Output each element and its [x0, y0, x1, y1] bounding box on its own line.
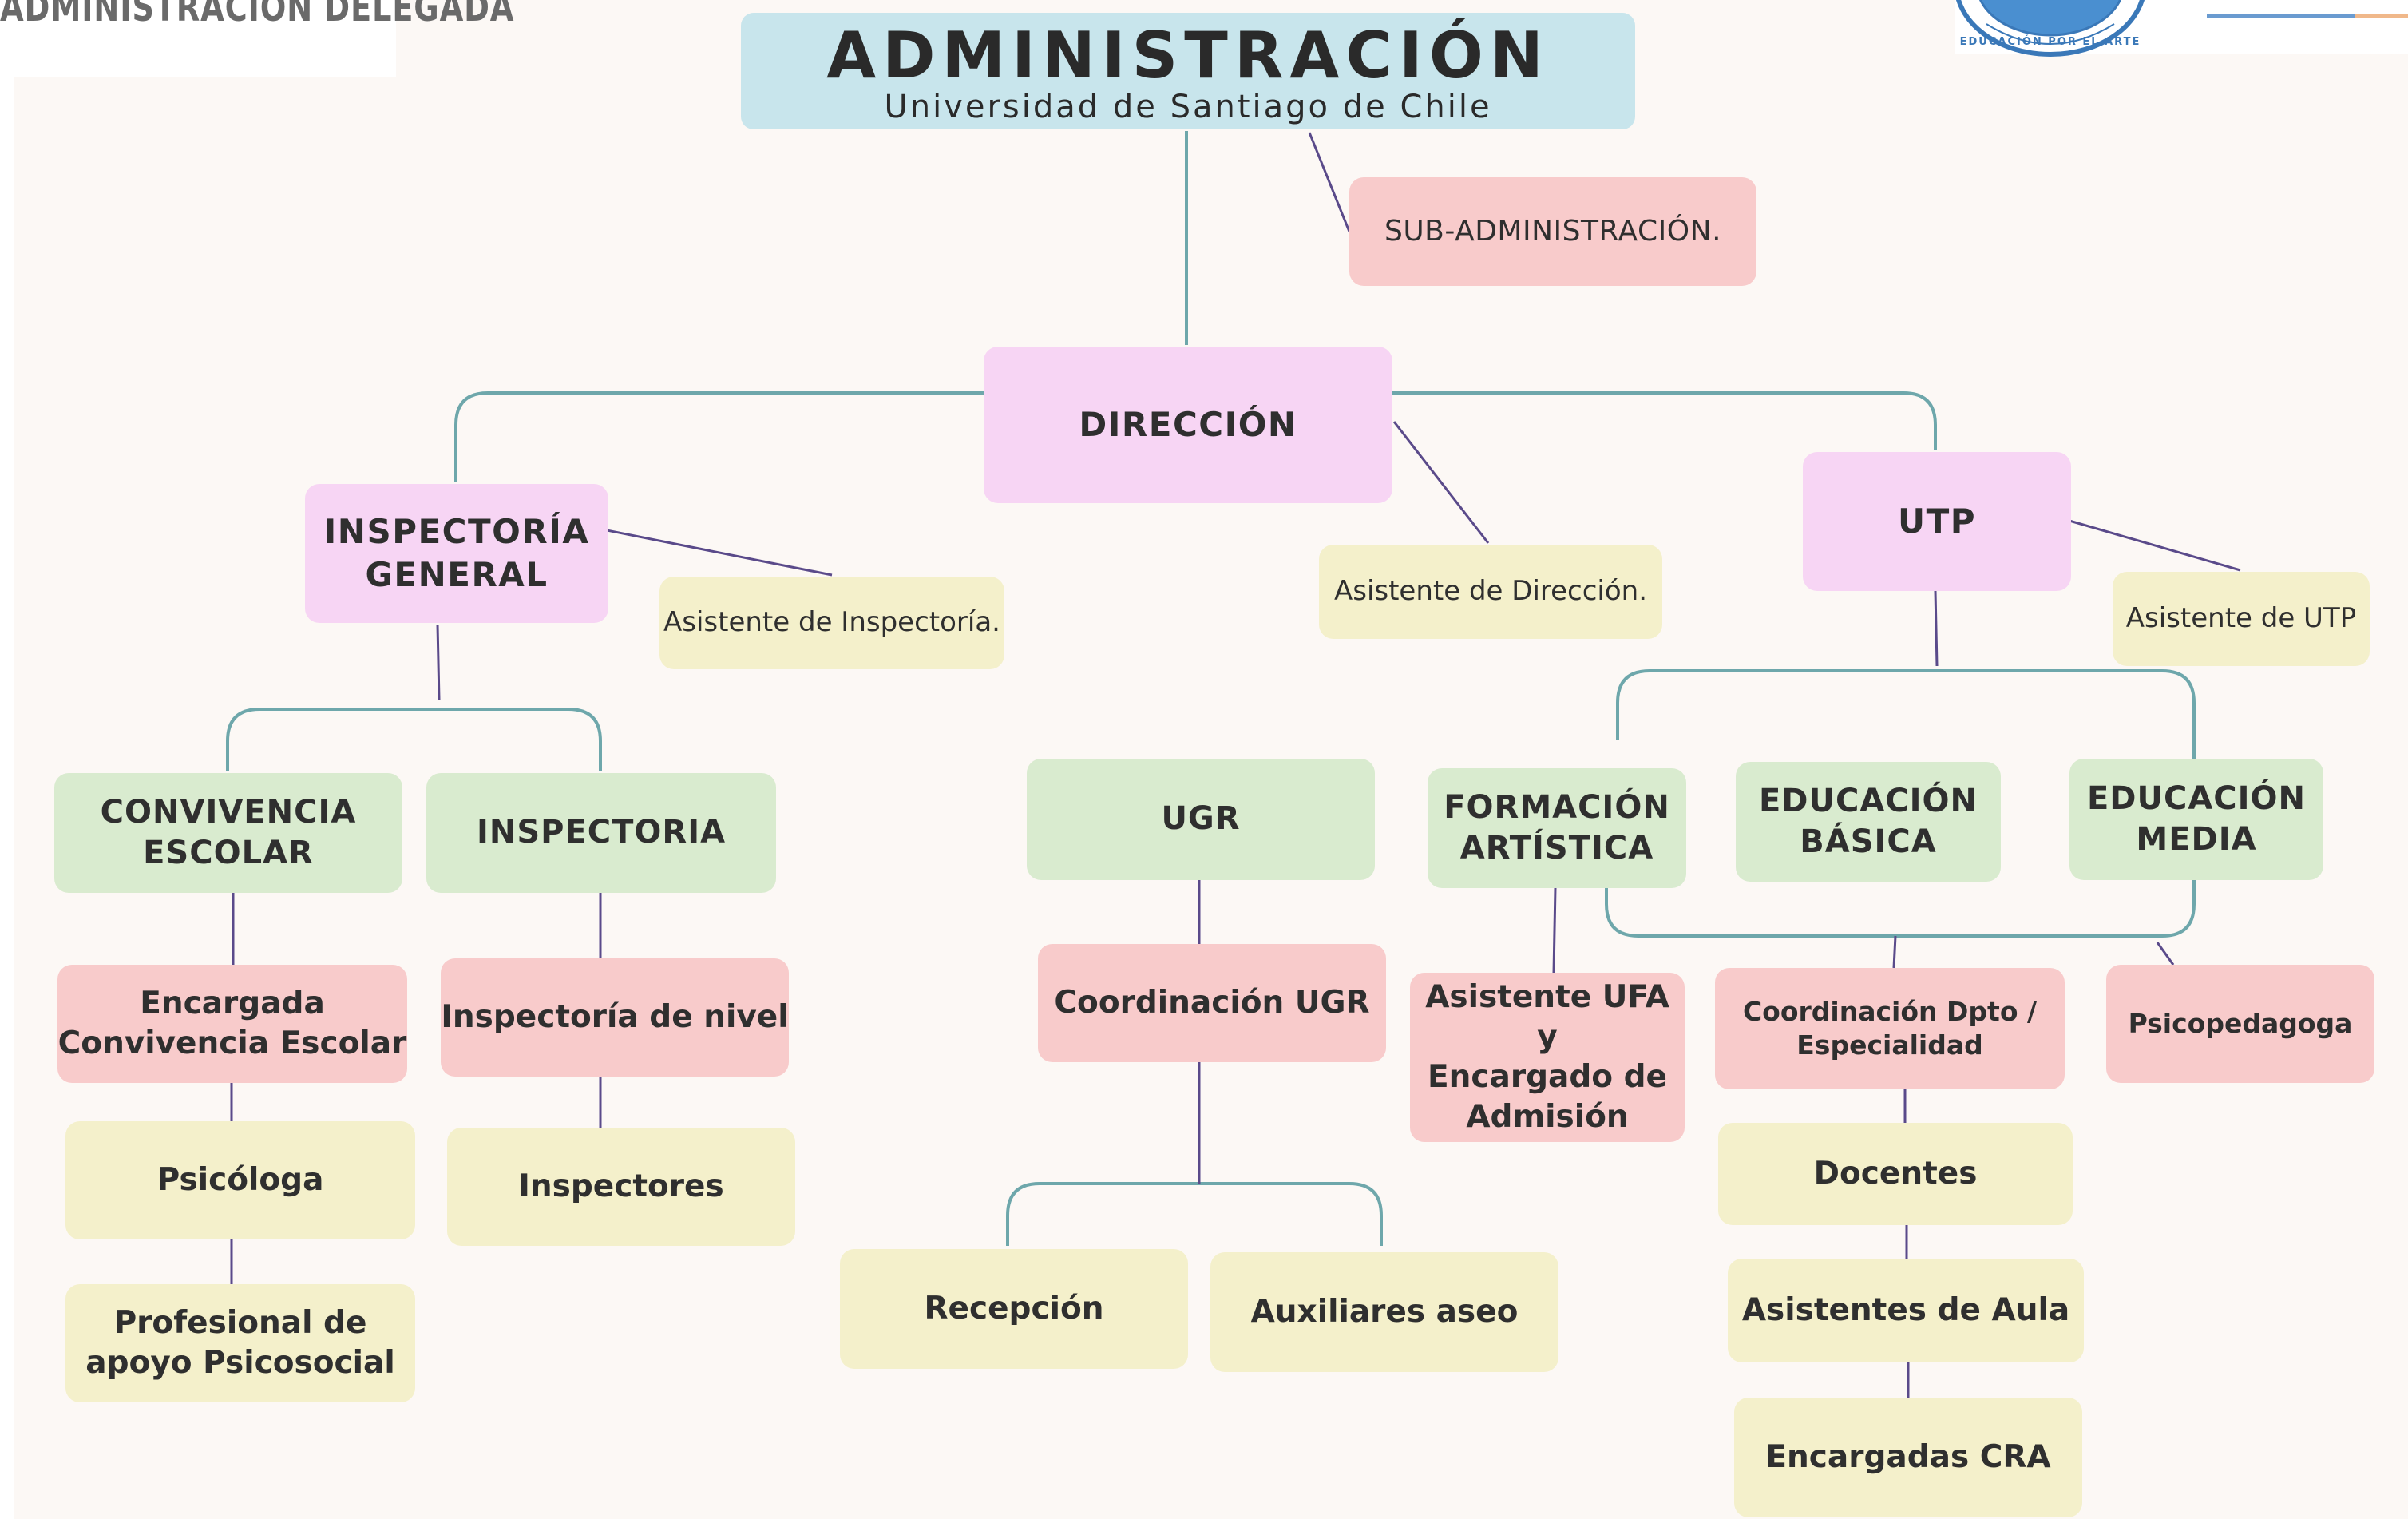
- node-psicologa: Psicóloga: [65, 1121, 415, 1239]
- node-inspectoria-nivel: Inspectoría de nivel: [441, 958, 789, 1077]
- connector-utp-assistant: [2069, 519, 2241, 572]
- school-seal-logo: EDUCACIÓN POR EL ARTE: [1955, 0, 2145, 57]
- node-direccion: DIRECCIÓN: [984, 347, 1392, 503]
- brand-accent-lines: [2207, 14, 2408, 18]
- node-educacion-basica: EDUCACIÓN BÁSICA: [1736, 762, 2001, 882]
- connector-inspectoria-bracket: [226, 708, 602, 771]
- node-asistente-direccion: Asistente de Dirección.: [1319, 545, 1662, 639]
- node-formacion-artistica: FORMACIÓN ARTÍSTICA: [1428, 768, 1686, 888]
- node-docentes: Docentes: [1718, 1123, 2073, 1225]
- connector-utp-down: [1934, 590, 1939, 667]
- node-encargada-convivencia: Encargada Convivencia Escolar: [57, 965, 407, 1083]
- node-inspectores: Inspectores: [447, 1128, 795, 1246]
- connector-programs-bracket: [1605, 880, 2196, 938]
- node-asistente-ufa: Asistente UFA y Encargado de Admisión: [1410, 973, 1685, 1142]
- connector-formacion-ufa: [1552, 887, 1557, 974]
- node-psicopedagoga: Psicopedagoga: [2106, 965, 2374, 1083]
- node-inspectoria-general: INSPECTORÍA GENERAL: [305, 484, 608, 623]
- node-educacion-media: EDUCACIÓN MEDIA: [2069, 759, 2323, 880]
- node-coordinacion-ugr: Coordinación UGR: [1038, 944, 1386, 1062]
- connector-programs-psicopedagoga: [2156, 942, 2175, 966]
- node-auxiliares-aseo: Auxiliares aseo: [1210, 1252, 1558, 1372]
- node-utp: UTP: [1803, 452, 2071, 591]
- connector-docentes-chain: [1903, 1089, 1910, 1398]
- node-inspectoria: INSPECTORIA: [426, 773, 776, 893]
- root-subtitle: Universidad de Santiago de Chile: [884, 89, 1492, 125]
- root-title: ADMINISTRACIÓN: [826, 18, 1550, 93]
- node-asistente-inspectoria: Asistente de Inspectoría.: [659, 577, 1004, 669]
- node-asistente-utp: Asistente de UTP: [2113, 572, 2370, 666]
- seal-text: EDUCACIÓN POR EL ARTE: [1960, 35, 2141, 48]
- root-administration-box: ADMINISTRACIÓN Universidad de Santiago d…: [741, 13, 1635, 129]
- connector-utp-bracket: [1616, 669, 2196, 759]
- connector-ugr-bracket: [1006, 1182, 1383, 1246]
- connector-inspgen-down: [436, 624, 441, 700]
- node-recepcion: Recepción: [840, 1249, 1188, 1369]
- connector-direccion-branches: [454, 391, 1937, 482]
- node-convivencia-escolar: CONVIVENCIA ESCOLAR: [54, 773, 402, 893]
- node-sub-administracion: SUB-ADMINISTRACIÓN.: [1349, 177, 1756, 286]
- node-encargadas-cra: Encargadas CRA: [1734, 1398, 2082, 1517]
- connector-direccion-assistant: [1392, 421, 1490, 544]
- connector-programs-coordinacion: [1892, 935, 1897, 969]
- connector-root-subadmin: [1308, 132, 1351, 232]
- node-ugr: UGR: [1027, 759, 1375, 880]
- node-profesional-psicosocial: Profesional de apoyo Psicosocial: [65, 1284, 415, 1402]
- connector-convivencia-chain: [230, 893, 235, 1284]
- connector-inspgen-assistant: [606, 529, 833, 577]
- node-coordinacion-dpto: Coordinación Dpto / Especialidad: [1715, 968, 2065, 1089]
- node-asistentes-aula: Asistentes de Aula: [1728, 1259, 2084, 1362]
